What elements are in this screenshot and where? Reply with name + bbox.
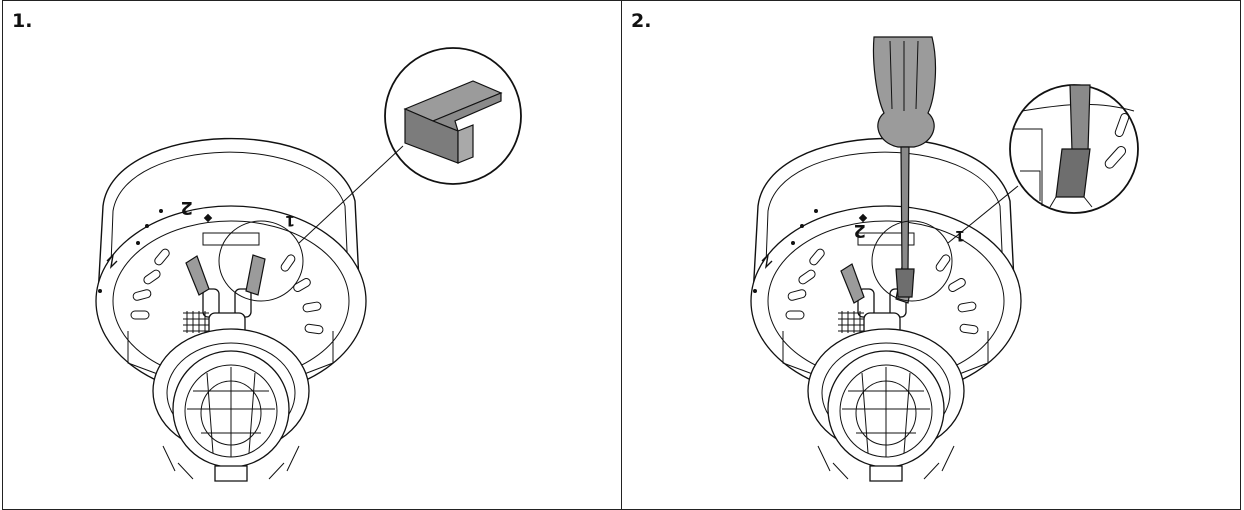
- magnified-detail-circle: [384, 47, 522, 185]
- step-1-number: 1.: [12, 10, 33, 32]
- dial-mark-1: 1: [285, 212, 295, 228]
- dial-mark-2: 2: [853, 220, 866, 241]
- step-2-panel: 2. 2 1: [621, 0, 1241, 510]
- dial-mark-2: 2: [180, 197, 193, 218]
- step-1-illustration: 2 1: [95, 47, 522, 482]
- screwdriver: [872, 36, 937, 298]
- thermostat-head: [750, 137, 1022, 482]
- detail-area-circle: [218, 220, 304, 302]
- locking-tab-right: [245, 254, 266, 296]
- thermostat-head: [95, 137, 367, 482]
- step-2-illustration: 2 1: [750, 36, 1139, 482]
- step-1-panel: 1. 2 1: [2, 0, 622, 510]
- dial-mark-1: 1: [955, 227, 965, 243]
- magnified-screwdriver-detail: [1014, 84, 1135, 208]
- step-2-number: 2.: [631, 10, 652, 32]
- locking-tab-left: [840, 263, 865, 304]
- locking-tab-left: [185, 255, 210, 296]
- detail-area-circle: [871, 220, 953, 302]
- magnified-locking-tab: [403, 80, 503, 164]
